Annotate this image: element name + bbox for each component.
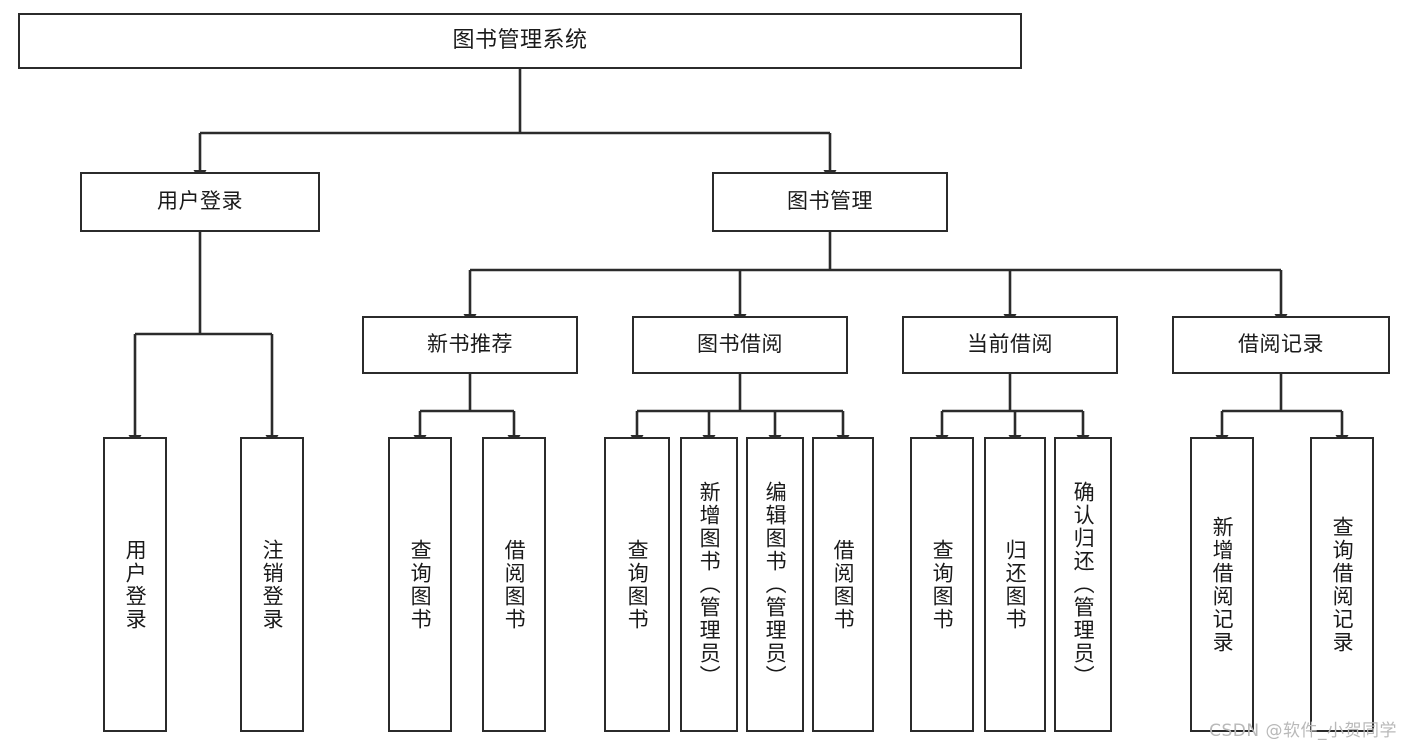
- node-label: 图书管理系统: [452, 27, 588, 53]
- node-login[interactable]: 用户登录: [80, 172, 320, 232]
- node-label: 图书管理: [787, 189, 873, 214]
- node-b3[interactable]: 编辑图书（管理员）: [746, 437, 804, 732]
- node-label: 借阅记录: [1238, 332, 1324, 357]
- node-label: 借阅图书: [831, 538, 856, 631]
- node-label: 图书借阅: [697, 332, 783, 357]
- node-label: 查询借阅记录: [1330, 515, 1355, 654]
- node-bookmgmt[interactable]: 图书管理: [712, 172, 948, 232]
- node-label: 确认归还（管理员）: [1071, 481, 1096, 688]
- node-l2[interactable]: 注销登录: [240, 437, 304, 732]
- node-r1[interactable]: 新增借阅记录: [1190, 437, 1254, 732]
- node-c3[interactable]: 确认归还（管理员）: [1054, 437, 1112, 732]
- node-b4[interactable]: 借阅图书: [812, 437, 874, 732]
- node-label: 新书推荐: [427, 332, 513, 357]
- node-b2[interactable]: 新增图书（管理员）: [680, 437, 738, 732]
- node-label: 用户登录: [123, 538, 148, 631]
- node-label: 查询图书: [930, 538, 955, 631]
- node-label: 注销登录: [260, 538, 285, 631]
- node-label: 归还图书: [1003, 538, 1028, 631]
- node-r2[interactable]: 查询借阅记录: [1310, 437, 1374, 732]
- node-label: 查询图书: [408, 538, 433, 631]
- node-label: 查询图书: [625, 538, 650, 631]
- node-n2[interactable]: 借阅图书: [482, 437, 546, 732]
- watermark: CSDN @软件_小贺同学: [1209, 721, 1397, 741]
- node-c1[interactable]: 查询图书: [910, 437, 974, 732]
- node-label: 当前借阅: [967, 332, 1053, 357]
- node-borrow[interactable]: 图书借阅: [632, 316, 848, 374]
- node-newbook[interactable]: 新书推荐: [362, 316, 578, 374]
- node-n1[interactable]: 查询图书: [388, 437, 452, 732]
- node-current[interactable]: 当前借阅: [902, 316, 1118, 374]
- node-label: 借阅图书: [502, 538, 527, 631]
- node-b1[interactable]: 查询图书: [604, 437, 670, 732]
- node-label: 编辑图书（管理员）: [763, 481, 788, 688]
- node-root[interactable]: 图书管理系统: [18, 13, 1022, 69]
- node-l1[interactable]: 用户登录: [103, 437, 167, 732]
- node-records[interactable]: 借阅记录: [1172, 316, 1390, 374]
- node-label: 用户登录: [157, 189, 243, 214]
- node-c2[interactable]: 归还图书: [984, 437, 1046, 732]
- node-label: 新增图书（管理员）: [697, 481, 722, 688]
- node-label: 新增借阅记录: [1210, 515, 1235, 654]
